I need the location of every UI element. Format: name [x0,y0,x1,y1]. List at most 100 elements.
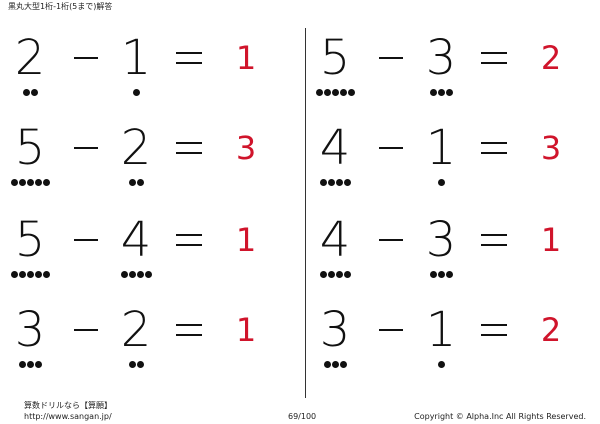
minuend-digit: 3 [14,302,46,358]
minus-sign [379,147,403,149]
answer-digit: 1 [235,311,257,349]
minuend-dot-row [305,89,365,97]
subtraction-problem: 2 1 1 [0,30,300,120]
count-dot [26,271,34,278]
count-dot [445,271,453,278]
minus-sign [74,329,98,331]
count-dot [339,361,347,368]
count-dot [319,179,327,186]
minuend-digit: 5 [14,120,46,176]
count-dot [347,89,355,96]
subtraction-problem: 4 1 3 [305,120,600,210]
subtrahend-dot-row [106,361,166,369]
minuend-digit: 4 [319,120,351,176]
subtrahend-digit: 3 [425,212,457,268]
subtraction-problem: 5 3 2 [305,30,600,120]
subtrahend-dot-row [411,179,471,187]
equals-sign [176,52,202,64]
count-dot [128,271,136,278]
count-dot [132,89,140,96]
subtrahend-dot-row [106,89,166,97]
minuend-dot-row [0,361,60,369]
count-dot [445,89,453,96]
answer-digit: 2 [540,311,562,349]
count-dot [437,271,445,278]
column-divider [305,28,306,398]
minuend-dot-row [305,271,365,279]
answer-digit: 3 [540,129,562,167]
answer-digit: 2 [540,39,562,77]
equals-sign [481,52,507,64]
subtrahend-dot-row [411,361,471,369]
equals-sign [176,324,202,336]
footer-brand: 算数ドリルなら【算願】 [24,401,112,410]
minuend-dot-row [305,179,365,187]
count-dot [10,271,18,278]
answer-digit: 1 [235,221,257,259]
count-dot [136,179,144,186]
subtrahend-dot-row [106,271,166,279]
count-dot [331,89,339,96]
minus-sign [379,239,403,241]
count-dot [18,361,26,368]
minuend-dot-row [0,89,60,97]
count-dot [315,89,323,96]
count-dot [144,271,152,278]
count-dot [128,179,136,186]
subtrahend-dot-row [411,89,471,97]
minus-sign [74,57,98,59]
minuend-digit: 2 [14,30,46,86]
answer-digit: 1 [235,39,257,77]
minuend-digit: 5 [14,212,46,268]
count-dot [437,361,445,368]
count-dot [343,179,351,186]
count-dot [30,89,38,96]
count-dot [429,271,437,278]
minuend-dot-row [0,271,60,279]
equals-sign [176,234,202,246]
minus-sign [74,239,98,241]
minuend-dot-row [0,179,60,187]
equals-sign [481,234,507,246]
count-dot [42,179,50,186]
footer-url-link[interactable]: http://www.sangan.jp/ [24,412,112,421]
minus-sign [379,57,403,59]
minuend-digit: 4 [319,212,351,268]
count-dot [343,271,351,278]
subtrahend-dot-row [411,271,471,279]
count-dot [437,179,445,186]
minuend-digit: 3 [319,302,351,358]
count-dot [335,271,343,278]
copyright-notice: Copyright © Alpha.Inc All Rights Reserve… [414,412,586,421]
subtrahend-digit: 1 [120,30,152,86]
minuend-digit: 5 [319,30,351,86]
count-dot [42,271,50,278]
subtrahend-dot-row [106,179,166,187]
count-dot [136,361,144,368]
count-dot [339,89,347,96]
count-dot [429,89,437,96]
subtrahend-digit: 1 [425,120,457,176]
minuend-dot-row [305,361,365,369]
count-dot [10,179,18,186]
equals-sign [176,142,202,154]
count-dot [319,271,327,278]
equals-sign [481,142,507,154]
minus-sign [379,329,403,331]
subtrahend-digit: 2 [120,120,152,176]
count-dot [18,271,26,278]
count-dot [34,179,42,186]
subtrahend-digit: 3 [425,30,457,86]
page-number: 69/100 [288,412,317,421]
page-header: 黒丸大型1桁-1桁(5まで)解答 [8,2,113,11]
count-dot [34,361,42,368]
count-dot [327,271,335,278]
equals-sign [481,324,507,336]
